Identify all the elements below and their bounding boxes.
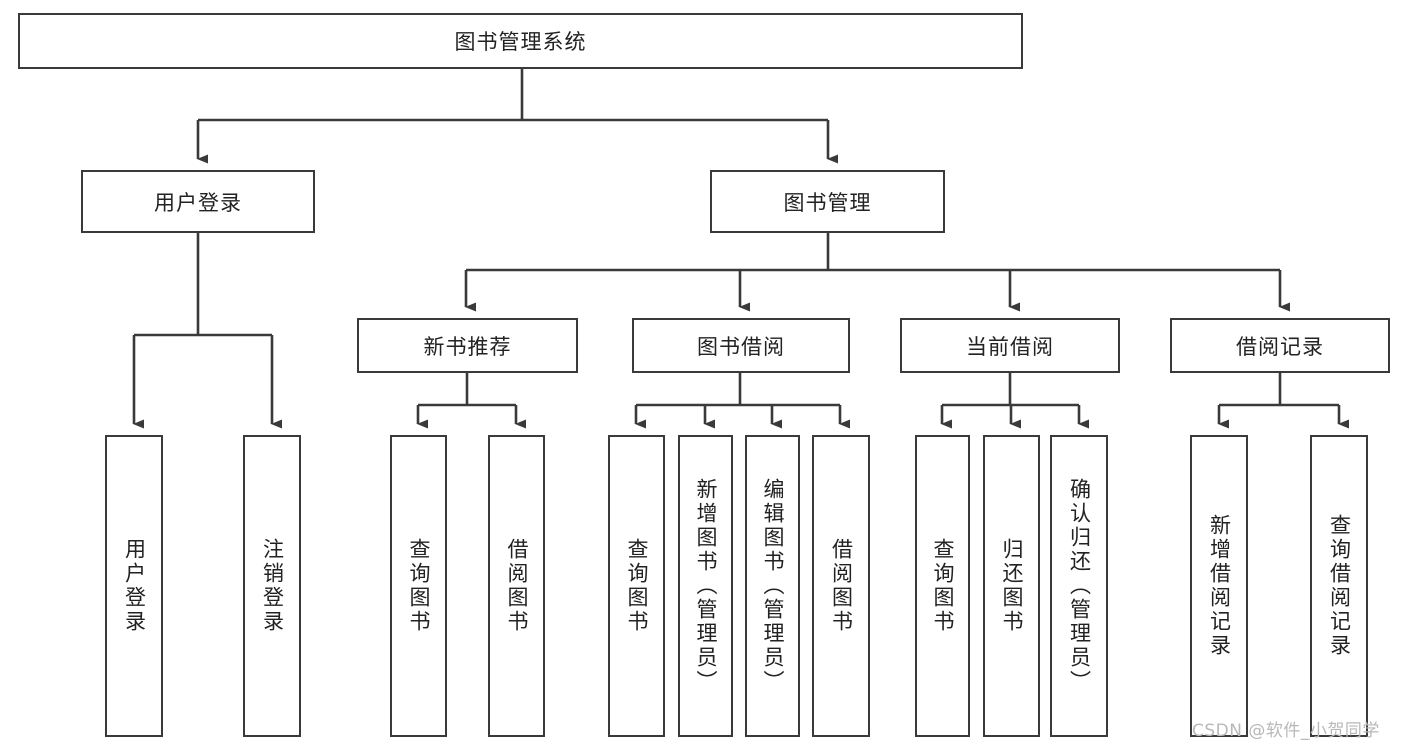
node-leaf-add-book-admin[interactable]: 新增图书（管理员） — [678, 435, 733, 737]
node-leaf-user-login-label: 用户登录 — [122, 538, 147, 634]
node-book-borrow-label: 图书借阅 — [697, 334, 785, 359]
node-leaf-query-book-recommend[interactable]: 查询图书 — [390, 435, 447, 737]
node-leaf-query-book-borrow[interactable]: 查询图书 — [608, 435, 665, 737]
node-leaf-confirm-return-admin-label: 确认归还（管理员） — [1067, 478, 1092, 694]
node-leaf-query-borrow-record[interactable]: 查询借阅记录 — [1310, 435, 1368, 737]
node-leaf-edit-book-admin-label: 编辑图书（管理员） — [761, 478, 785, 694]
node-book-management-label: 图书管理 — [783, 190, 872, 215]
node-leaf-add-book-admin-label: 新增图书（管理员） — [694, 478, 718, 694]
node-leaf-query-book-current-label: 查询图书 — [931, 538, 955, 634]
node-leaf-user-logout-label: 注销登录 — [260, 538, 285, 634]
node-new-book-recommend[interactable]: 新书推荐 — [357, 318, 578, 373]
node-root[interactable]: 图书管理系统 — [18, 13, 1023, 69]
node-current-borrow[interactable]: 当前借阅 — [900, 318, 1120, 373]
node-leaf-add-borrow-record-label: 新增借阅记录 — [1207, 514, 1232, 658]
node-leaf-query-book-borrow-label: 查询图书 — [625, 538, 649, 634]
node-leaf-query-borrow-record-label: 查询借阅记录 — [1327, 514, 1352, 658]
node-new-book-recommend-label: 新书推荐 — [423, 334, 512, 359]
node-borrow-record[interactable]: 借阅记录 — [1170, 318, 1390, 373]
node-leaf-user-logout[interactable]: 注销登录 — [243, 435, 301, 737]
node-current-borrow-label: 当前借阅 — [966, 334, 1054, 359]
node-borrow-record-label: 借阅记录 — [1236, 334, 1324, 359]
node-leaf-borrow-book-recommend-label: 借阅图书 — [505, 538, 529, 634]
node-leaf-user-login[interactable]: 用户登录 — [105, 435, 163, 737]
node-leaf-add-borrow-record[interactable]: 新增借阅记录 — [1190, 435, 1248, 737]
node-leaf-return-book[interactable]: 归还图书 — [983, 435, 1040, 737]
node-leaf-confirm-return-admin[interactable]: 确认归还（管理员） — [1050, 435, 1108, 737]
node-leaf-query-book-current[interactable]: 查询图书 — [915, 435, 970, 737]
node-book-borrow[interactable]: 图书借阅 — [632, 318, 850, 373]
node-leaf-return-book-label: 归还图书 — [1000, 538, 1024, 634]
node-leaf-borrow-book-label: 借阅图书 — [829, 538, 854, 634]
node-user-login-label: 用户登录 — [154, 190, 242, 215]
node-leaf-edit-book-admin[interactable]: 编辑图书（管理员） — [745, 435, 800, 737]
csdn-watermark: CSDN @软件_小贺同学 — [1192, 721, 1380, 741]
node-leaf-query-book-recommend-label: 查询图书 — [407, 538, 431, 634]
node-leaf-borrow-book[interactable]: 借阅图书 — [812, 435, 870, 737]
node-root-label: 图书管理系统 — [454, 30, 587, 54]
node-leaf-borrow-book-recommend[interactable]: 借阅图书 — [488, 435, 545, 737]
node-book-management[interactable]: 图书管理 — [710, 170, 945, 233]
node-user-login[interactable]: 用户登录 — [81, 170, 315, 233]
